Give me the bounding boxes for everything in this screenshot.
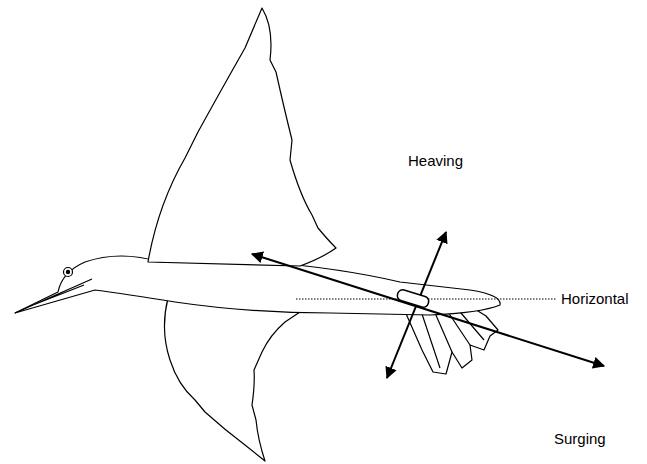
axis-label: Heaving (406, 152, 465, 170)
beak (15, 279, 92, 313)
eye (64, 268, 73, 277)
heaving-axis (387, 232, 446, 378)
sensor-tag (396, 289, 430, 309)
upper-wing (148, 8, 336, 266)
axis-label: Horizontal (559, 290, 631, 308)
pupil (66, 270, 69, 273)
axis-label: Surging (552, 430, 608, 448)
surging-axis (252, 254, 604, 366)
lower-wing (164, 298, 300, 461)
